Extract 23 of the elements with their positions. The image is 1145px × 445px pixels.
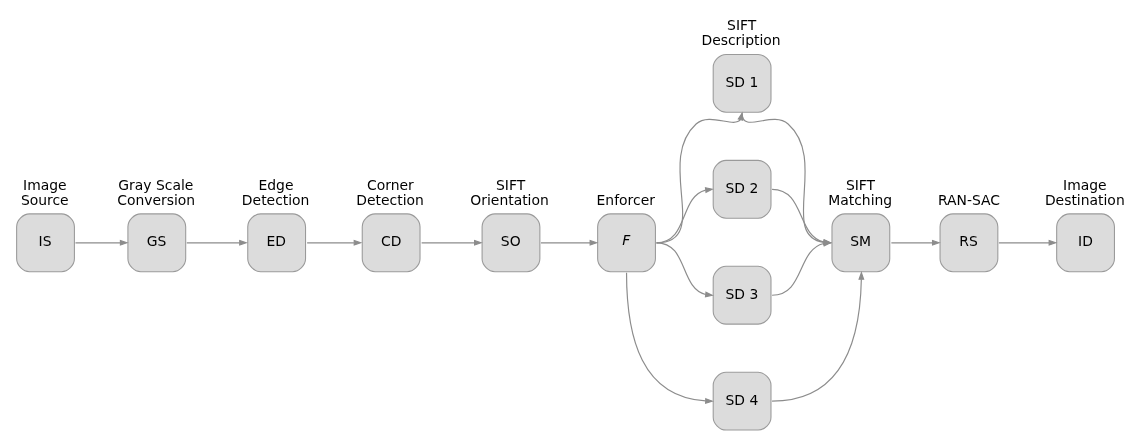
node-label: Enforcer [596, 191, 655, 208]
arrow [625, 271, 714, 404]
node-label: Corner Detection [356, 176, 424, 208]
node-label: SIFT Orientation [470, 176, 549, 208]
node-label: SIFT Matching [828, 176, 893, 208]
arrow [771, 270, 865, 402]
arrow [540, 239, 599, 246]
node-label: SIFT Description [701, 16, 781, 48]
arrow [771, 240, 833, 296]
node-label: Image Source [20, 176, 69, 208]
arrow [74, 239, 129, 246]
node-label: Gray Scale Conversion [117, 176, 196, 208]
arrow [306, 239, 363, 246]
arrow [771, 188, 833, 245]
arrow [890, 239, 941, 246]
node-label: Edge Detection [241, 176, 310, 208]
arrow [186, 239, 248, 246]
node-label: Image Destination [1044, 176, 1125, 208]
arrow [741, 112, 833, 245]
arrow [998, 239, 1058, 246]
arrow [421, 239, 483, 246]
node-label: RAN-SAC [937, 191, 1001, 208]
arrow [655, 241, 714, 297]
